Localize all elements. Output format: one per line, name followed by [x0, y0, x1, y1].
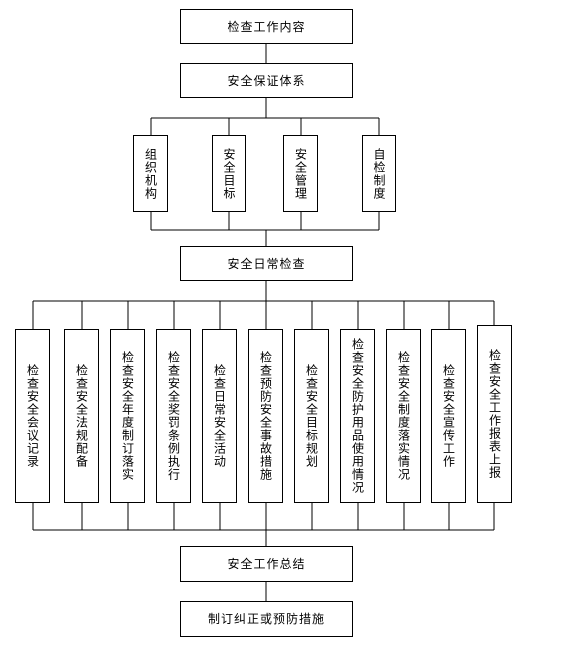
label-daily-item-2: 检查安全法规配备	[74, 364, 89, 468]
box-daily-item-7: 检查安全目标规划	[294, 329, 329, 503]
box-daily-item-5: 检查日常安全活动	[202, 329, 237, 503]
box-system-item-self-check: 自检制度	[362, 135, 396, 212]
box-daily-item-8: 检查安全防护用品使用情况	[340, 329, 375, 503]
label-safety-summary: 安全工作总结	[227, 557, 306, 571]
label-safety-system: 安全保证体系	[227, 73, 306, 88]
box-daily-item-10: 检查安全宣传工作	[431, 329, 466, 503]
box-daily-item-9: 检查安全制度落实情况	[386, 329, 421, 503]
label-daily-inspection: 安全日常检查	[227, 256, 306, 271]
box-system-item-goal: 安全目标	[212, 135, 246, 212]
box-daily-inspection: 安全日常检查	[180, 246, 353, 281]
box-system-item-org: 组织机构	[133, 135, 168, 212]
label-system-item-self-check: 自检制度	[372, 147, 386, 200]
label-daily-item-1: 检查安全会议记录	[25, 364, 40, 468]
label-daily-item-3: 检查安全年度制订落实	[120, 351, 135, 481]
box-daily-item-1: 检查安全会议记录	[15, 329, 50, 503]
box-daily-item-2: 检查安全法规配备	[64, 329, 99, 503]
box-safety-summary: 安全工作总结	[180, 546, 353, 582]
box-daily-item-3: 检查安全年度制订落实	[110, 329, 145, 503]
label-daily-item-5: 检查日常安全活动	[212, 364, 227, 468]
box-daily-item-4: 检查安全奖罚条例执行	[156, 329, 191, 503]
label-daily-item-4: 检查安全奖罚条例执行	[166, 351, 181, 481]
label-corrective-measures: 制订纠正或预防措施	[207, 612, 325, 626]
label-daily-item-6: 检查预防安全事故措施	[258, 351, 273, 481]
box-system-item-manage: 安全管理	[283, 135, 318, 212]
box-daily-item-11: 检查安全工作报表上报	[477, 325, 512, 503]
label-system-item-manage: 安全管理	[293, 147, 308, 200]
label-system-item-org: 组织机构	[143, 147, 158, 200]
label-system-item-goal: 安全目标	[222, 147, 236, 200]
label-inspection-content: 检查工作内容	[227, 19, 306, 34]
label-daily-item-9: 检查安全制度落实情况	[396, 351, 411, 481]
label-daily-item-11: 检查安全工作报表上报	[487, 349, 502, 479]
label-daily-item-7: 检查安全目标规划	[304, 364, 319, 468]
box-safety-system: 安全保证体系	[180, 63, 353, 98]
box-corrective-measures: 制订纠正或预防措施	[180, 601, 353, 637]
label-daily-item-8: 检查安全防护用品使用情况	[350, 338, 365, 494]
box-daily-item-6: 检查预防安全事故措施	[248, 329, 283, 503]
label-daily-item-10: 检查安全宣传工作	[441, 364, 456, 468]
box-inspection-content: 检查工作内容	[180, 9, 353, 44]
